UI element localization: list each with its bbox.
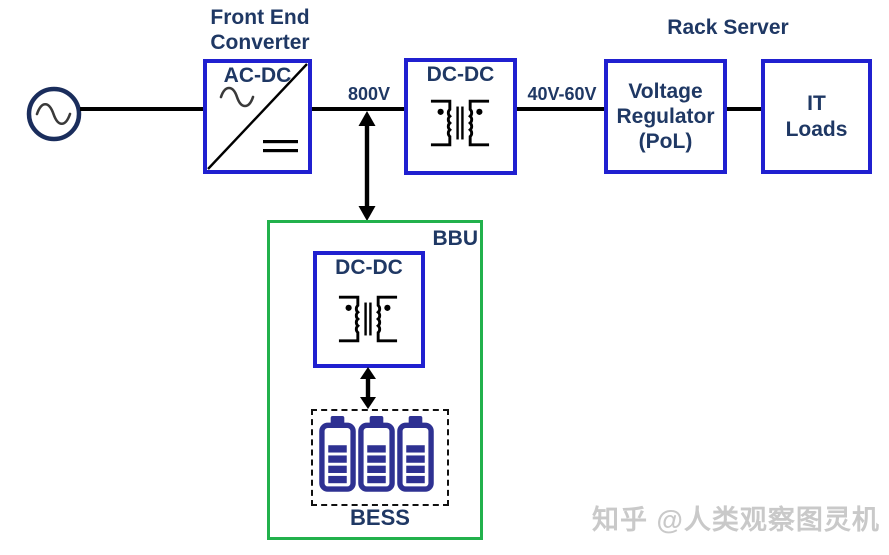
it-loads-box: IT Loads xyxy=(761,59,872,174)
wire-converter-to-dcdc xyxy=(312,107,404,111)
voltage-regulator-label-line1: Voltage xyxy=(628,80,703,103)
watermark: 知乎 @人类观察图灵机 xyxy=(592,505,880,535)
transformer-icon xyxy=(338,295,398,343)
main-dcdc-box-label: DC-DC xyxy=(426,63,495,86)
bess-label: BESS xyxy=(350,505,410,530)
battery-icon xyxy=(319,416,356,492)
it-loads-label-line1: IT xyxy=(807,91,826,115)
front-end-converter-title-line2: Converter xyxy=(210,31,310,54)
acdc-rectifier-symbol-icon xyxy=(207,63,308,170)
dc-bus-voltage-label: 800V xyxy=(347,84,391,104)
front-end-converter-title: Front End Converter xyxy=(182,5,338,55)
front-end-converter-title-line1: Front End xyxy=(210,6,310,29)
wire-dcdc-to-regulator xyxy=(517,107,604,111)
bess-frame xyxy=(311,409,449,506)
bidirectional-arrow-dcdc-to-bess-icon xyxy=(360,367,376,409)
bbu-title: BBU xyxy=(432,227,479,250)
bbu-dcdc-converter-box: DC-DC xyxy=(313,251,425,368)
acdc-box-label: AC-DC xyxy=(223,64,292,87)
rack-server-title: Rack Server xyxy=(667,16,789,39)
bidirectional-arrow-bus-to-bbu-icon xyxy=(358,111,376,221)
main-dcdc-converter-box: DC-DC xyxy=(404,58,517,175)
ac-source-icon xyxy=(26,86,82,142)
voltage-regulator-label-line2: Regulator xyxy=(616,105,715,128)
voltage-regulator-box: Voltage Regulator (PoL) xyxy=(604,59,727,174)
bbu-dcdc-box-label: DC-DC xyxy=(335,256,403,279)
output-voltage-label: 40V-60V xyxy=(527,84,597,104)
it-loads-label-line2: Loads xyxy=(785,117,848,141)
acdc-converter-box: AC-DC xyxy=(203,59,312,174)
battery-icon xyxy=(358,416,395,492)
transformer-icon xyxy=(430,99,490,147)
battery-icon xyxy=(397,416,434,492)
wire-ac-to-converter xyxy=(80,107,203,111)
wire-regulator-to-loads xyxy=(727,107,761,111)
voltage-regulator-label-line3: (PoL) xyxy=(638,130,693,153)
